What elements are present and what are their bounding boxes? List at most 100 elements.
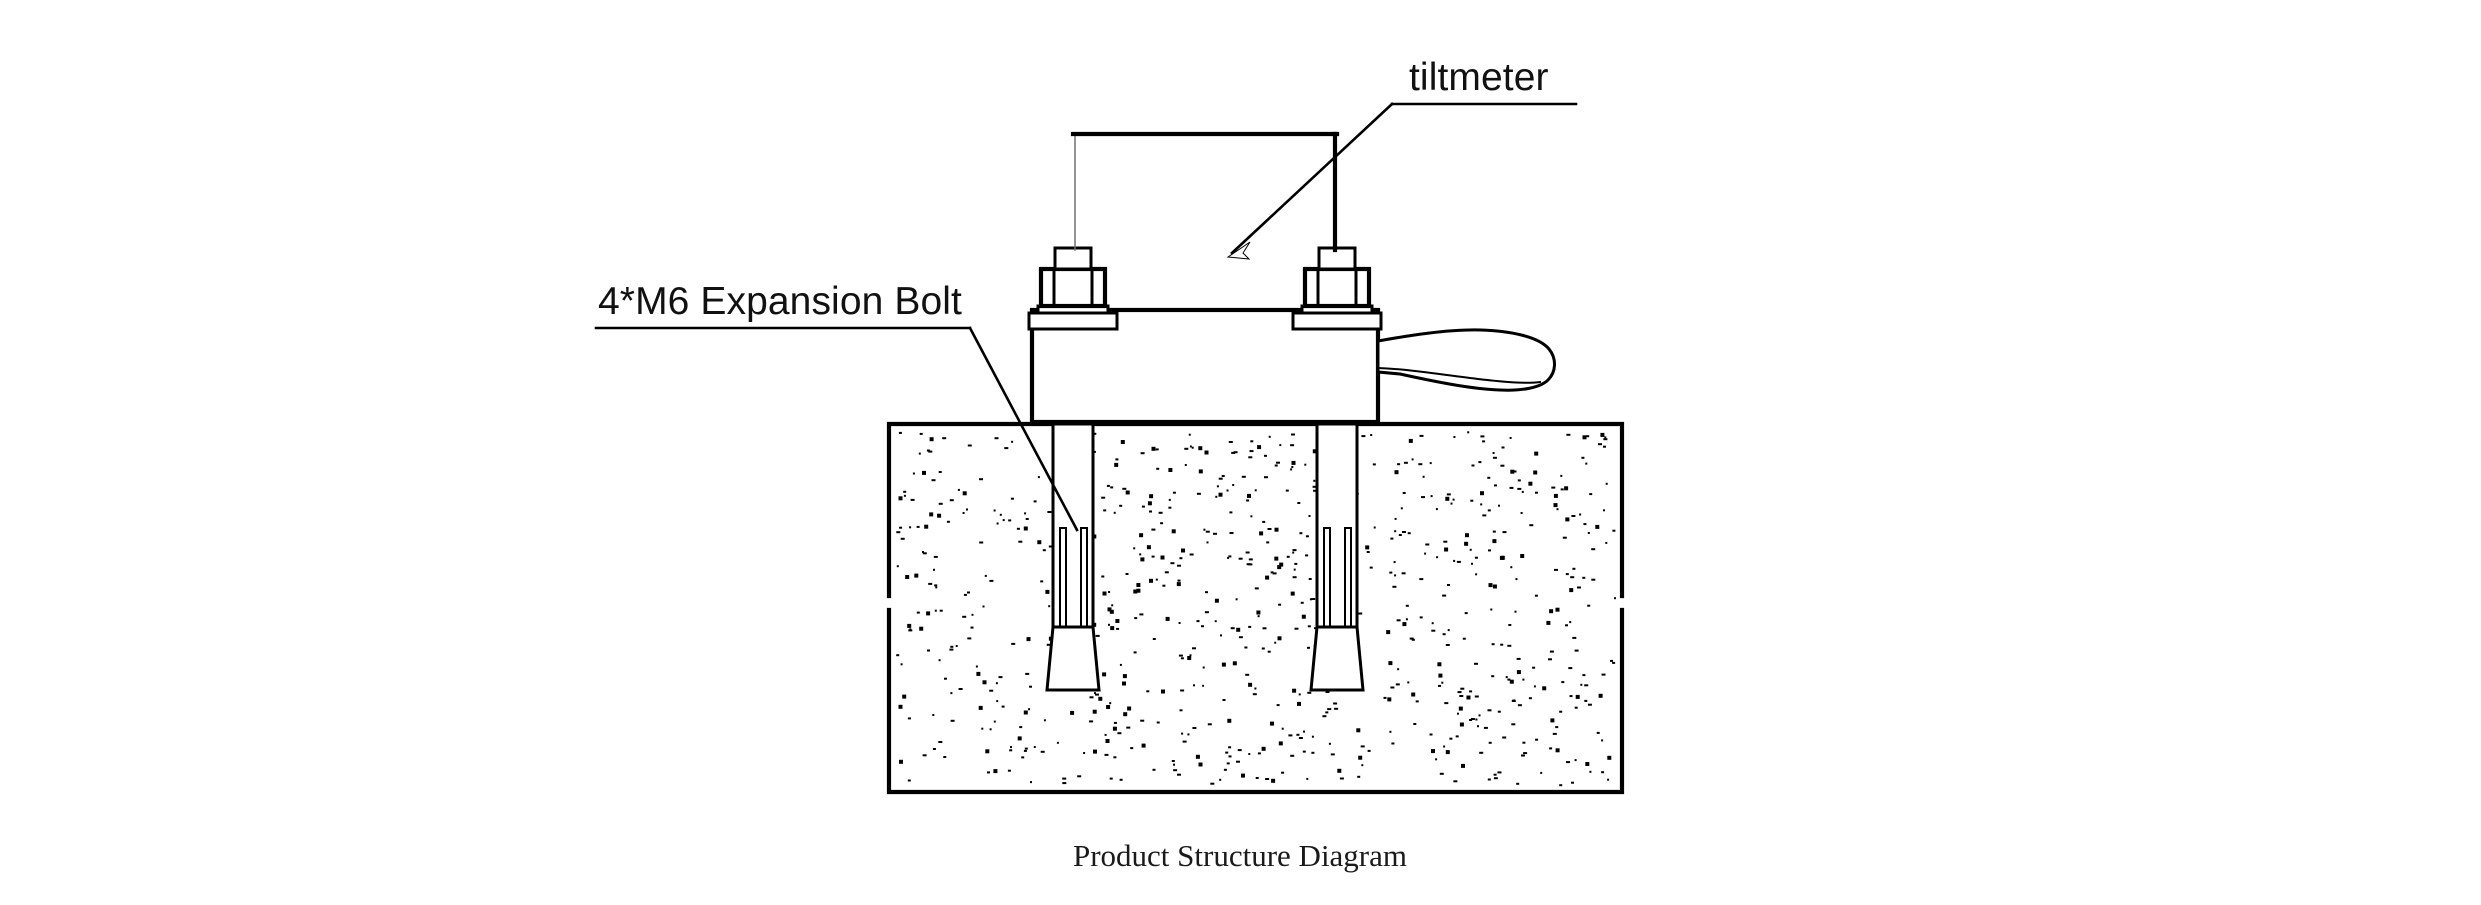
speckle-dot [1292, 576, 1297, 579]
speckle-dot [1523, 752, 1528, 755]
speckle-dot [1262, 627, 1267, 630]
speckle-dot [944, 677, 947, 680]
speckle-dot [1501, 446, 1505, 449]
speckle-dot [1177, 564, 1181, 567]
speckle-dot [1532, 666, 1536, 669]
speckle-dot [1554, 568, 1558, 571]
speckle-dot [1226, 762, 1230, 765]
speckle-dot [1103, 509, 1107, 512]
speckle-dot [1480, 491, 1484, 496]
speckle-dot [1218, 492, 1223, 497]
speckle-dot [1370, 434, 1373, 436]
speckle-dot [1292, 688, 1297, 693]
speckle-dot [1395, 683, 1400, 686]
speckle-dot [1254, 587, 1259, 590]
speckle-dot [1566, 761, 1570, 764]
speckle-dot [1453, 559, 1456, 562]
speckle-dot [967, 591, 970, 594]
output-cable-group [1376, 328, 1556, 392]
speckle-dot [1394, 517, 1397, 520]
speckle-dot [1443, 745, 1446, 748]
speckle-dot [929, 437, 934, 442]
speckle-dot [993, 769, 998, 774]
speckle-dot [1290, 444, 1295, 447]
speckle-dot [1249, 450, 1254, 453]
speckle-dot [1560, 474, 1563, 477]
speckle-dot [1245, 551, 1250, 554]
speckle-dot [1307, 691, 1312, 694]
speckle-dot [1291, 466, 1294, 468]
speckle-dot [1502, 531, 1507, 534]
speckle-dot [1328, 742, 1331, 745]
speckle-dot [922, 470, 926, 475]
speckle-dot [994, 437, 999, 440]
speckle-dot [950, 692, 953, 695]
bolt-hex-nut [1038, 266, 1108, 309]
speckle-dot [1502, 736, 1507, 739]
annotation-tiltmeter[interactable]: tiltmeter [1226, 56, 1578, 260]
speckle-dot [900, 663, 903, 666]
speckle-dot [933, 555, 938, 558]
speckle-dot [1604, 436, 1607, 439]
speckle-dot [1274, 464, 1278, 467]
speckle-dot [1218, 477, 1223, 480]
speckle-dot [1444, 547, 1449, 552]
speckle-dot [949, 648, 954, 651]
annotation-expansion-bolt[interactable]: 4*M6 Expansion Bolt [594, 280, 1079, 532]
speckle-dot [1360, 745, 1365, 748]
speckle-dot [1155, 578, 1158, 581]
speckle-dot [908, 629, 913, 632]
speckle-dot [1011, 642, 1016, 645]
speckle-dot [1216, 485, 1219, 488]
speckle-dot [1415, 700, 1419, 703]
speckle-dot [1600, 432, 1605, 437]
speckle-dot [1309, 598, 1312, 601]
speckle-dot [1294, 627, 1299, 630]
speckle-dot [1509, 679, 1514, 684]
speckle-dot [1276, 704, 1280, 707]
speckle-dot [1046, 643, 1051, 646]
speckle-dot [1056, 741, 1059, 744]
speckle-dot [1155, 448, 1159, 451]
speckle-dot [1444, 702, 1449, 705]
speckle-dot [1580, 683, 1583, 686]
speckle-dot [1168, 498, 1171, 501]
speckle-dot [1168, 468, 1173, 472]
speckle-dot [1037, 540, 1042, 545]
speckle-dot [1491, 675, 1495, 678]
speckle-dot [1522, 741, 1526, 744]
speckle-dot [1107, 607, 1112, 612]
speckle-dot [1165, 616, 1170, 621]
speckle-dot [1095, 693, 1099, 696]
speckle-dot [1201, 625, 1204, 628]
speckle-dot [1173, 769, 1178, 772]
speckle-dot [1500, 555, 1505, 560]
speckle-dot [1549, 609, 1554, 614]
speckle-dot [1445, 644, 1450, 646]
speckle-dot [1431, 749, 1435, 754]
speckle-dot [975, 665, 978, 668]
speckle-dot [1601, 739, 1604, 742]
speckle-dot [1301, 614, 1306, 619]
speckle-dot [1549, 747, 1553, 750]
speckle-dot [1582, 576, 1586, 579]
speckle-dot [987, 771, 990, 774]
speckle-dot [1026, 637, 1031, 642]
speckle-dot [1198, 469, 1203, 474]
speckle-dot [1119, 663, 1122, 666]
speckle-dot [1019, 726, 1023, 729]
speckle-dot [1467, 431, 1470, 434]
speckle-dot [926, 449, 930, 452]
speckle-dot [1177, 773, 1181, 776]
speckle-dot [1029, 685, 1032, 688]
speckle-dot [1062, 777, 1067, 780]
speckle-dot [1274, 641, 1277, 644]
speckle-dot [1070, 710, 1075, 715]
speckle-dot [1322, 715, 1327, 718]
speckle-dot [1605, 482, 1608, 485]
speckle-dot [1277, 636, 1282, 641]
speckle-dot [1178, 654, 1183, 657]
speckle-dot [1024, 747, 1028, 750]
anchor-bolts-embedded-group [1045, 422, 1365, 692]
speckle-dot [1198, 446, 1203, 451]
